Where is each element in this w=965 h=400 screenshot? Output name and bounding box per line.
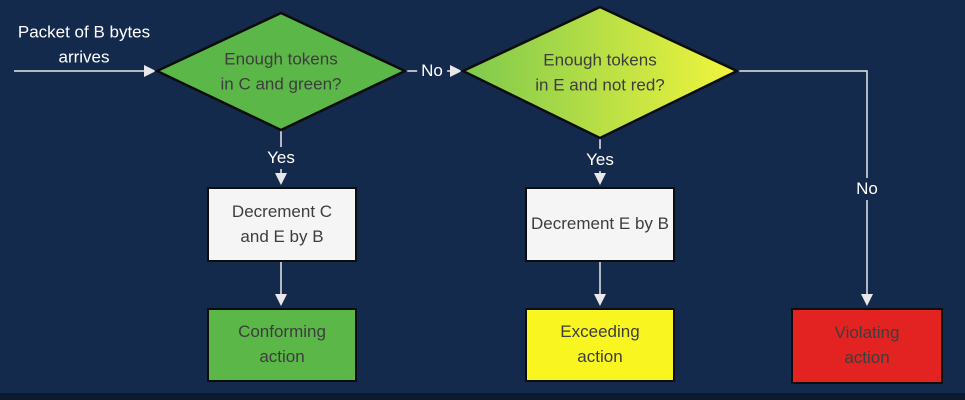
arrowhead-down-icon	[594, 294, 606, 306]
decision-diamond-tokens-e	[460, 5, 740, 140]
start-label-line2: arrives	[58, 47, 110, 66]
start-label-line1: Packet of B bytes	[17, 22, 151, 42]
action-box-conforming: Conforming action	[207, 308, 357, 382]
edge-label-no-2: No	[852, 178, 882, 200]
arrowhead-down-icon	[275, 173, 287, 185]
arrowheads	[144, 65, 873, 306]
arrowhead-down-icon	[861, 294, 873, 306]
arrowhead-right-icon	[450, 65, 462, 77]
edge-label-yes-1: Yes	[263, 147, 299, 169]
arrowhead-right-icon	[144, 65, 156, 77]
action-box-violating: Violating action	[791, 308, 943, 384]
edge-lines	[14, 70, 868, 297]
process-box-decrement-e: Decrement E by B	[525, 187, 675, 262]
arrowhead-down-icon	[594, 173, 606, 185]
start-label: Packet of B bytes arrives	[18, 20, 150, 69]
decision-tokens-e-label: Enough tokens in E and not red?	[535, 50, 665, 94]
bottom-edge-strip	[0, 393, 965, 400]
decision-tokens-c-label: Enough tokens in C and green?	[220, 49, 342, 93]
arrowhead-down-icon	[275, 294, 287, 306]
action-box-exceeding: Exceeding action	[525, 308, 675, 382]
decision-diamond-tokens-c	[154, 11, 408, 132]
edge-decision-e-no	[737, 70, 868, 297]
edge-label-yes-2: Yes	[582, 149, 618, 171]
process-box-decrement-ce: Decrement C and E by B	[207, 187, 357, 262]
edge-label-no-1: No	[417, 60, 447, 82]
